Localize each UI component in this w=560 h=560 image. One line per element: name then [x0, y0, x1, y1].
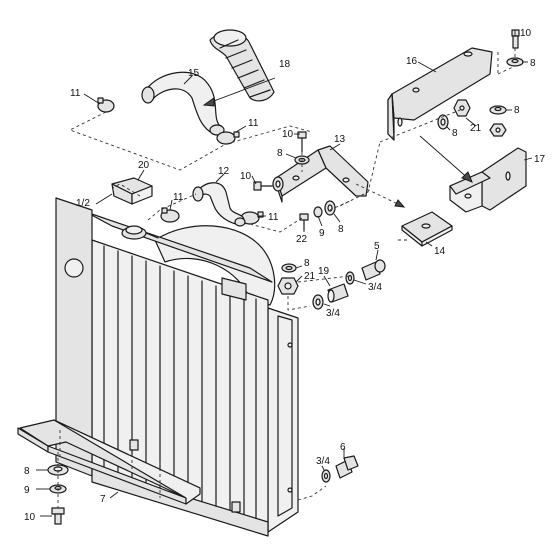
callout-14: 14	[434, 246, 446, 257]
upper-hose	[141, 71, 225, 136]
callout-3-4: 3/4	[316, 456, 330, 467]
callout-8: 8	[338, 224, 344, 235]
callout-18: 18	[279, 59, 291, 70]
callout-1-2: 1/2	[76, 198, 90, 209]
callout-16: 16	[406, 56, 418, 67]
bottom-bracket	[17, 419, 201, 505]
callout-6: 6	[340, 442, 346, 453]
callout-11: 11	[70, 88, 81, 99]
left-hardware	[47, 452, 69, 525]
callout-9: 9	[24, 485, 30, 496]
callout-9: 9	[319, 228, 325, 239]
callout-21: 21	[470, 123, 482, 134]
hardware-22-9-8	[299, 200, 336, 231]
callout-10: 10	[240, 171, 252, 182]
callout-11: 11	[173, 192, 184, 203]
callout-10: 10	[24, 512, 36, 523]
callout-15: 15	[188, 68, 200, 79]
callout-leaders	[36, 30, 533, 517]
hose-sleeve	[209, 29, 275, 102]
callout-8: 8	[514, 105, 520, 116]
hose-clamps	[97, 97, 264, 225]
callout-3-4: 3/4	[326, 308, 340, 319]
bracket-16	[387, 47, 493, 141]
bolt-head-icon	[299, 213, 309, 221]
callout-8: 8	[530, 58, 536, 69]
assembly-lines	[59, 109, 461, 501]
callout-13: 13	[334, 134, 346, 145]
callout-8: 8	[304, 258, 310, 269]
bolt-head-icon	[51, 507, 65, 515]
side-panel-hole	[64, 258, 84, 278]
bracket-13-hardware	[253, 131, 310, 192]
drain-stub	[129, 439, 139, 451]
callout-labels: 10 8 16 18 15 11 11 8 21 8 17 10 13 8 20…	[24, 28, 546, 523]
bracket-13	[275, 145, 369, 203]
callout-8: 8	[452, 128, 458, 139]
bracket-17	[449, 147, 527, 213]
callout-8: 8	[277, 148, 283, 159]
mounting-tab	[221, 277, 247, 301]
callout-8: 8	[24, 466, 30, 477]
bolt-head-icon	[511, 29, 520, 37]
callout-12: 12	[218, 166, 230, 177]
callout-10: 10	[282, 129, 294, 140]
callout-11: 11	[248, 118, 259, 129]
callout-3-4: 3/4	[368, 282, 382, 293]
bolt-head-icon	[253, 181, 262, 191]
plate-14	[401, 211, 453, 247]
radiator-cap	[111, 177, 153, 205]
elbow-hose	[192, 182, 246, 227]
callout-20: 20	[138, 160, 150, 171]
callout-10: 10	[520, 28, 532, 39]
callout-19: 19	[318, 266, 330, 277]
callout-11: 11	[268, 212, 279, 223]
callout-7: 7	[100, 494, 106, 505]
bolt-head-icon	[297, 131, 307, 139]
callout-17: 17	[534, 154, 546, 165]
callout-5: 5	[374, 241, 380, 252]
lock-washer-icon	[313, 206, 323, 218]
callout-21: 21	[304, 271, 316, 282]
callout-22: 22	[296, 234, 308, 245]
fitting-6	[321, 455, 359, 483]
